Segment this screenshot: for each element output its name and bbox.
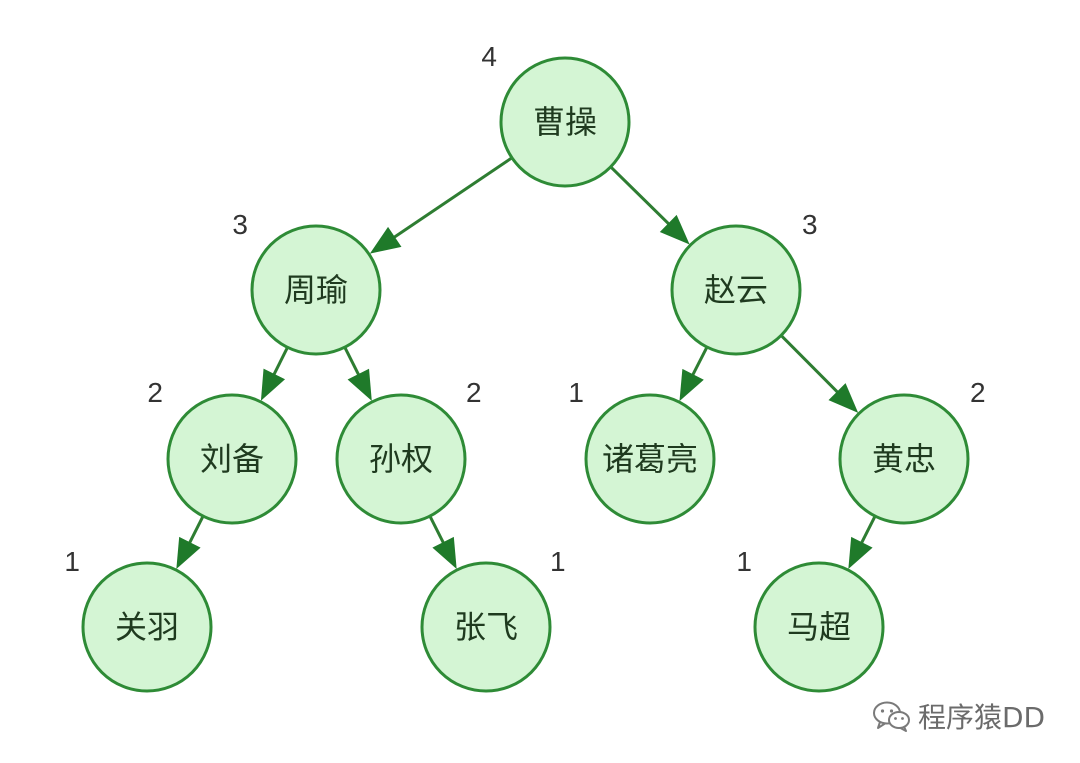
node-circle <box>335 393 467 525</box>
tree-node-caocao: 曹操 4 <box>481 41 631 188</box>
node-height-label: 2 <box>970 377 986 408</box>
tree-node-zhangfei: 张飞 1 <box>420 546 566 693</box>
edge-zhaoyun-huangzhong <box>780 334 859 413</box>
edge-caocao-zhaoyun <box>609 165 690 245</box>
nodes-layer: 曹操 4 周瑜 3 赵云 3 刘备 2 孙权 2 诸葛亮 1 黄忠 2 关羽 1 张飞 1 马超 1 <box>64 41 986 693</box>
tree-node-zhaoyun: 赵云 3 <box>670 209 818 356</box>
node-label: 马超 <box>787 608 851 646</box>
node-circle <box>420 561 552 693</box>
edge-zhouyu-sunquan <box>343 346 372 401</box>
node-label: 诸葛亮 <box>602 440 698 478</box>
tree-node-liubei: 刘备 2 <box>147 377 298 525</box>
wechat-icon <box>872 700 912 732</box>
edge-liubei-guanyu <box>176 515 205 570</box>
node-label: 孙权 <box>369 440 433 478</box>
node-circle <box>499 56 631 188</box>
arrow-head <box>347 368 372 401</box>
node-label: 张飞 <box>454 608 518 646</box>
edge-line <box>272 346 289 377</box>
edge-line <box>392 156 513 240</box>
arrow-head <box>848 536 873 570</box>
node-height-label: 2 <box>466 377 482 408</box>
node-circle <box>753 561 885 693</box>
tree-node-machao: 马超 1 <box>736 546 885 693</box>
edge-line <box>343 346 361 377</box>
node-height-label: 4 <box>481 41 497 72</box>
node-height-label: 3 <box>802 209 818 240</box>
edge-huangzhong-machao <box>848 515 877 570</box>
arrow-head <box>828 383 859 413</box>
edge-line <box>428 515 446 545</box>
tree-node-sunquan: 孙权 2 <box>335 377 482 525</box>
tree-node-zhouyu: 周瑜 3 <box>232 209 382 356</box>
node-circle <box>166 393 298 525</box>
edge-line <box>859 515 877 545</box>
node-label: 关羽 <box>115 608 179 646</box>
tree-node-huangzhong: 黄忠 2 <box>838 377 986 525</box>
node-label: 周瑜 <box>284 271 348 309</box>
edge-line <box>690 346 709 377</box>
node-circle <box>838 393 970 525</box>
arrow-head <box>260 368 286 401</box>
node-label: 黄忠 <box>872 440 936 478</box>
arrow-head <box>176 536 201 570</box>
edge-line <box>780 334 840 395</box>
edge-zhaoyun-zhugeliang <box>679 346 709 402</box>
node-label: 曹操 <box>533 103 597 141</box>
arrow-head <box>679 368 704 402</box>
arrow-head <box>369 226 402 254</box>
watermark: 程序猿DD <box>872 696 1045 736</box>
tree-node-guanyu: 关羽 1 <box>64 546 213 693</box>
arrow-head <box>432 536 457 570</box>
edge-zhouyu-liubei <box>260 346 289 401</box>
node-height-label: 1 <box>736 546 752 577</box>
edge-line <box>187 515 205 545</box>
node-height-label: 1 <box>550 546 566 577</box>
edge-caocao-zhouyu <box>369 156 513 254</box>
node-circle <box>250 224 382 356</box>
edge-line <box>609 165 671 226</box>
node-label: 刘备 <box>200 440 264 478</box>
tree-node-zhugeliang: 诸葛亮 1 <box>568 377 716 525</box>
node-circle <box>584 393 716 525</box>
node-height-label: 3 <box>232 209 248 240</box>
node-height-label: 2 <box>147 377 163 408</box>
node-height-label: 1 <box>64 546 80 577</box>
node-label: 赵云 <box>704 271 768 309</box>
node-circle <box>670 224 802 356</box>
edges-layer <box>176 156 877 570</box>
node-circle <box>81 561 213 693</box>
node-height-label: 1 <box>568 377 584 408</box>
edge-sunquan-zhangfei <box>428 515 457 570</box>
arrow-head <box>659 214 690 245</box>
watermark-text: 程序猿DD <box>918 701 1046 734</box>
